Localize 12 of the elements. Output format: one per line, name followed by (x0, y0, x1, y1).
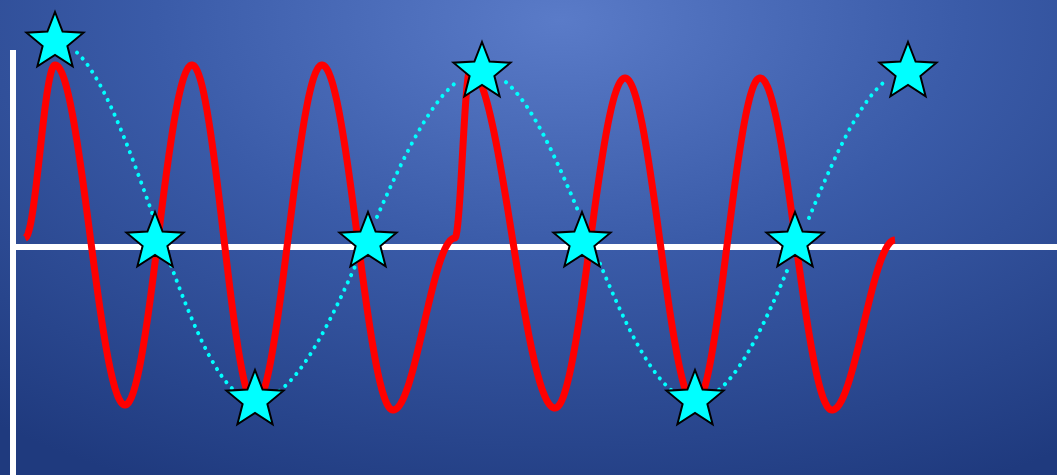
star-marker (450, 39, 514, 99)
dotted-line (807, 79, 887, 220)
star-marker (663, 367, 727, 427)
star-marker (763, 209, 827, 269)
star-marker (336, 209, 400, 269)
dotted-line (169, 263, 235, 392)
star-marker (223, 367, 287, 427)
dotted-line (75, 50, 155, 218)
star-marker (876, 39, 940, 99)
star-marker (23, 9, 87, 69)
star-marker (550, 209, 614, 269)
star-marker (123, 209, 187, 269)
